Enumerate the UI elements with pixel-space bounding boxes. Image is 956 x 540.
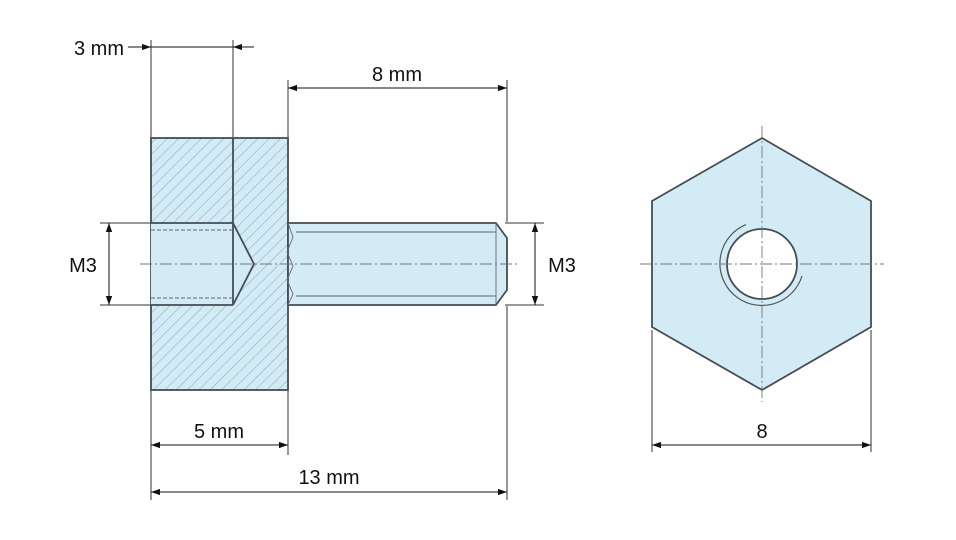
dim-top-bore-depth: 3 mm <box>74 38 254 60</box>
dim-label-5mm: 5 mm <box>194 421 244 443</box>
dim-label-13mm: 13 mm <box>298 467 359 489</box>
dim-across-corners: 8 <box>651 330 872 452</box>
dim-label-8: 8 <box>756 421 767 443</box>
dim-stud-length: 8 mm <box>288 64 507 92</box>
dim-label-3mm: 3 mm <box>74 38 124 60</box>
dim-left-thread: M3 <box>69 223 113 305</box>
dim-right-thread: M3 <box>531 223 576 305</box>
end-view: 8 <box>640 126 884 452</box>
dim-label-m3-left: M3 <box>69 255 97 277</box>
dim-label-m3-right: M3 <box>548 255 576 277</box>
dim-body-length: 5 mm <box>151 421 288 449</box>
dim-total-length: 13 mm <box>151 467 507 496</box>
dim-label-8mm: 8 mm <box>372 64 422 86</box>
side-view: 3 mm 8 mm M3 M3 5 mm 13 mm <box>69 38 576 500</box>
thread-arc <box>719 224 803 307</box>
threaded-stud <box>286 222 508 306</box>
